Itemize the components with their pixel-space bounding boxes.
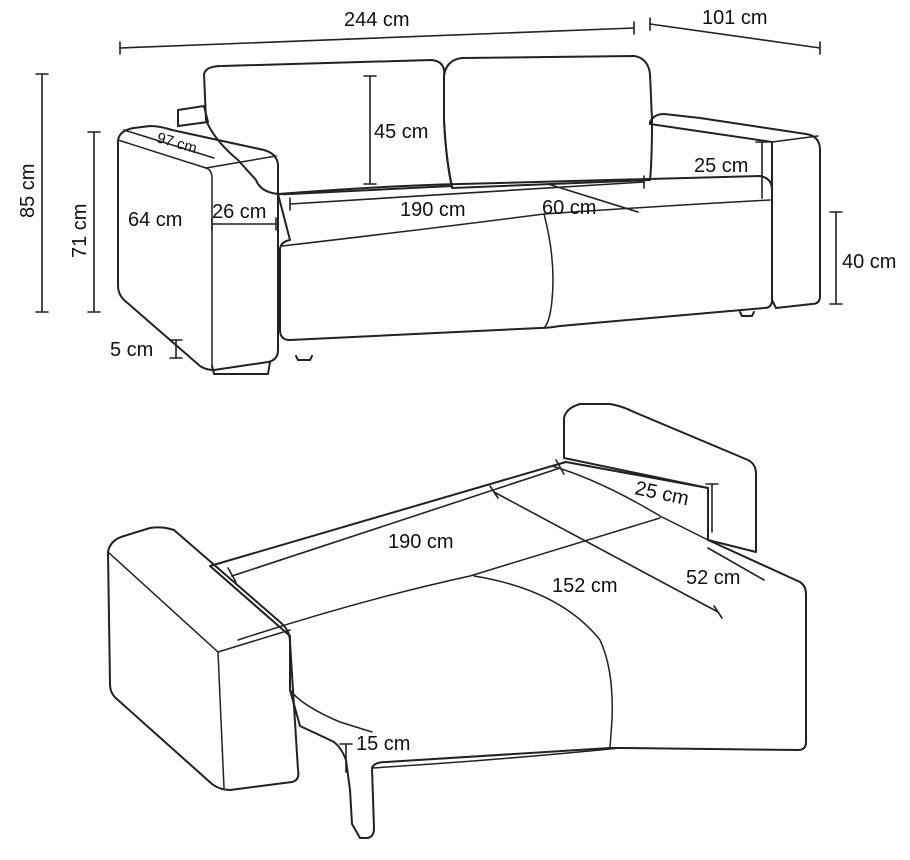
sofa-labels: 244 cm 101 cm 85 cm 71 cm 64 cm 97 cm 45… (17, 7, 896, 361)
leg-middle (295, 355, 313, 361)
dim-total-width (119, 27, 635, 49)
dim-seat-width (289, 181, 645, 205)
dim-bed-length (493, 491, 719, 613)
sofa-drawing (117, 55, 821, 375)
dim-arm-depth (123, 129, 215, 159)
label-seat-depth: 60 cm (542, 197, 596, 219)
bed-front-edge (371, 747, 621, 769)
dim-seat-depth (547, 183, 639, 213)
dim-bed-arm-depth (707, 547, 765, 581)
label-total-width: 244 cm (344, 9, 410, 31)
bed-front-top (289, 689, 373, 733)
dim-bed-width (231, 467, 561, 577)
bed-labels: 190 cm 25 cm 152 cm 52 cm 15 cm (356, 477, 740, 755)
right-armrest (649, 113, 821, 309)
label-arm-height: 71 cm (69, 204, 91, 258)
label-back-height: 45 cm (374, 121, 428, 143)
bed-fold-line (237, 517, 661, 641)
seat-cushion (277, 175, 773, 341)
bed-dimensions (227, 459, 765, 773)
bed-split-1 (473, 575, 613, 749)
label-leg-height: 5 cm (110, 339, 153, 361)
bed-surface (209, 461, 807, 839)
bed-front-armrest (107, 526, 300, 791)
label-arm-inner-height: 64 cm (128, 209, 182, 231)
label-arm-width: 26 cm (212, 201, 266, 223)
leg-right (739, 311, 755, 317)
left-armrest (117, 125, 279, 371)
left-arm-back (177, 105, 209, 127)
bed-split-back (551, 465, 709, 541)
label-depth: 101 cm (702, 7, 768, 29)
label-bed-length: 152 cm (552, 575, 618, 597)
left-armrest-top (205, 155, 277, 169)
leg-left-front (211, 361, 271, 375)
bed-back-armrest (563, 403, 757, 553)
bed-drawing (107, 403, 807, 839)
label-bed-width: 190 cm (388, 531, 454, 553)
bed-front-armrest-top (107, 551, 291, 653)
bed-front-armrest-face (217, 651, 225, 789)
left-armrest-edge (117, 139, 213, 367)
back-cushion-right (443, 55, 653, 189)
label-seat-height: 40 cm (842, 251, 896, 273)
seat-front-edge (281, 199, 771, 247)
label-arm-above-seat: 25 cm (694, 155, 748, 177)
label-seat-width: 190 cm (400, 199, 466, 221)
label-mattress-thickness: 15 cm (356, 733, 410, 755)
right-armrest-edge (771, 135, 819, 143)
sofa-dimensions (35, 17, 843, 359)
seat-split (543, 213, 554, 329)
label-bed-arm-depth: 52 cm (686, 567, 740, 589)
dim-depth (649, 23, 821, 49)
label-total-height: 85 cm (17, 164, 39, 218)
